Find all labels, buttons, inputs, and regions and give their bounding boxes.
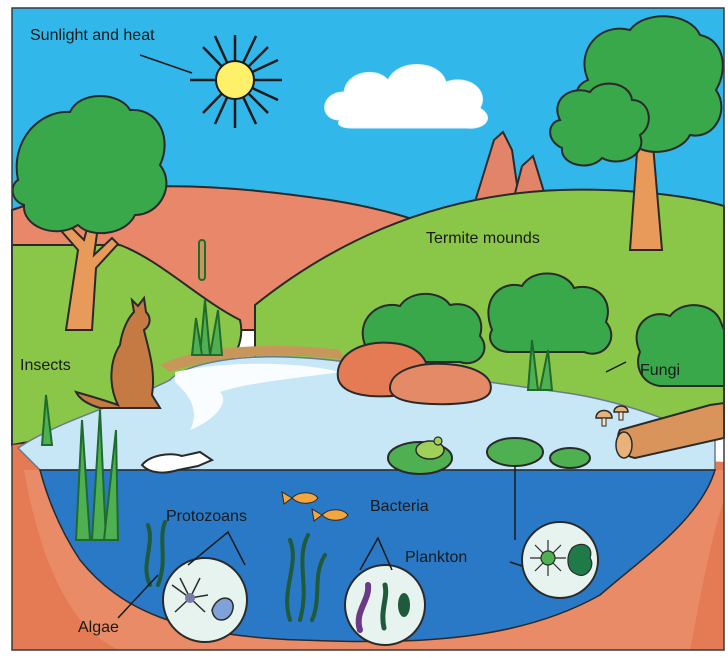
plankton-circle-icon xyxy=(522,522,598,598)
protozoans-circle-icon xyxy=(163,558,247,642)
label-termite-mounds: Termite mounds xyxy=(426,230,540,247)
label-protozoans: Protozoans xyxy=(166,508,247,525)
label-insects: Insects xyxy=(20,357,71,374)
label-fungi: Fungi xyxy=(640,362,680,379)
label-algae: Algae xyxy=(78,619,119,636)
label-plankton: Plankton xyxy=(405,549,467,566)
label-bacteria: Bacteria xyxy=(370,498,429,515)
bacteria-circle-icon xyxy=(345,565,425,645)
label-sunlight-and-heat: Sunlight and heat xyxy=(30,27,155,44)
